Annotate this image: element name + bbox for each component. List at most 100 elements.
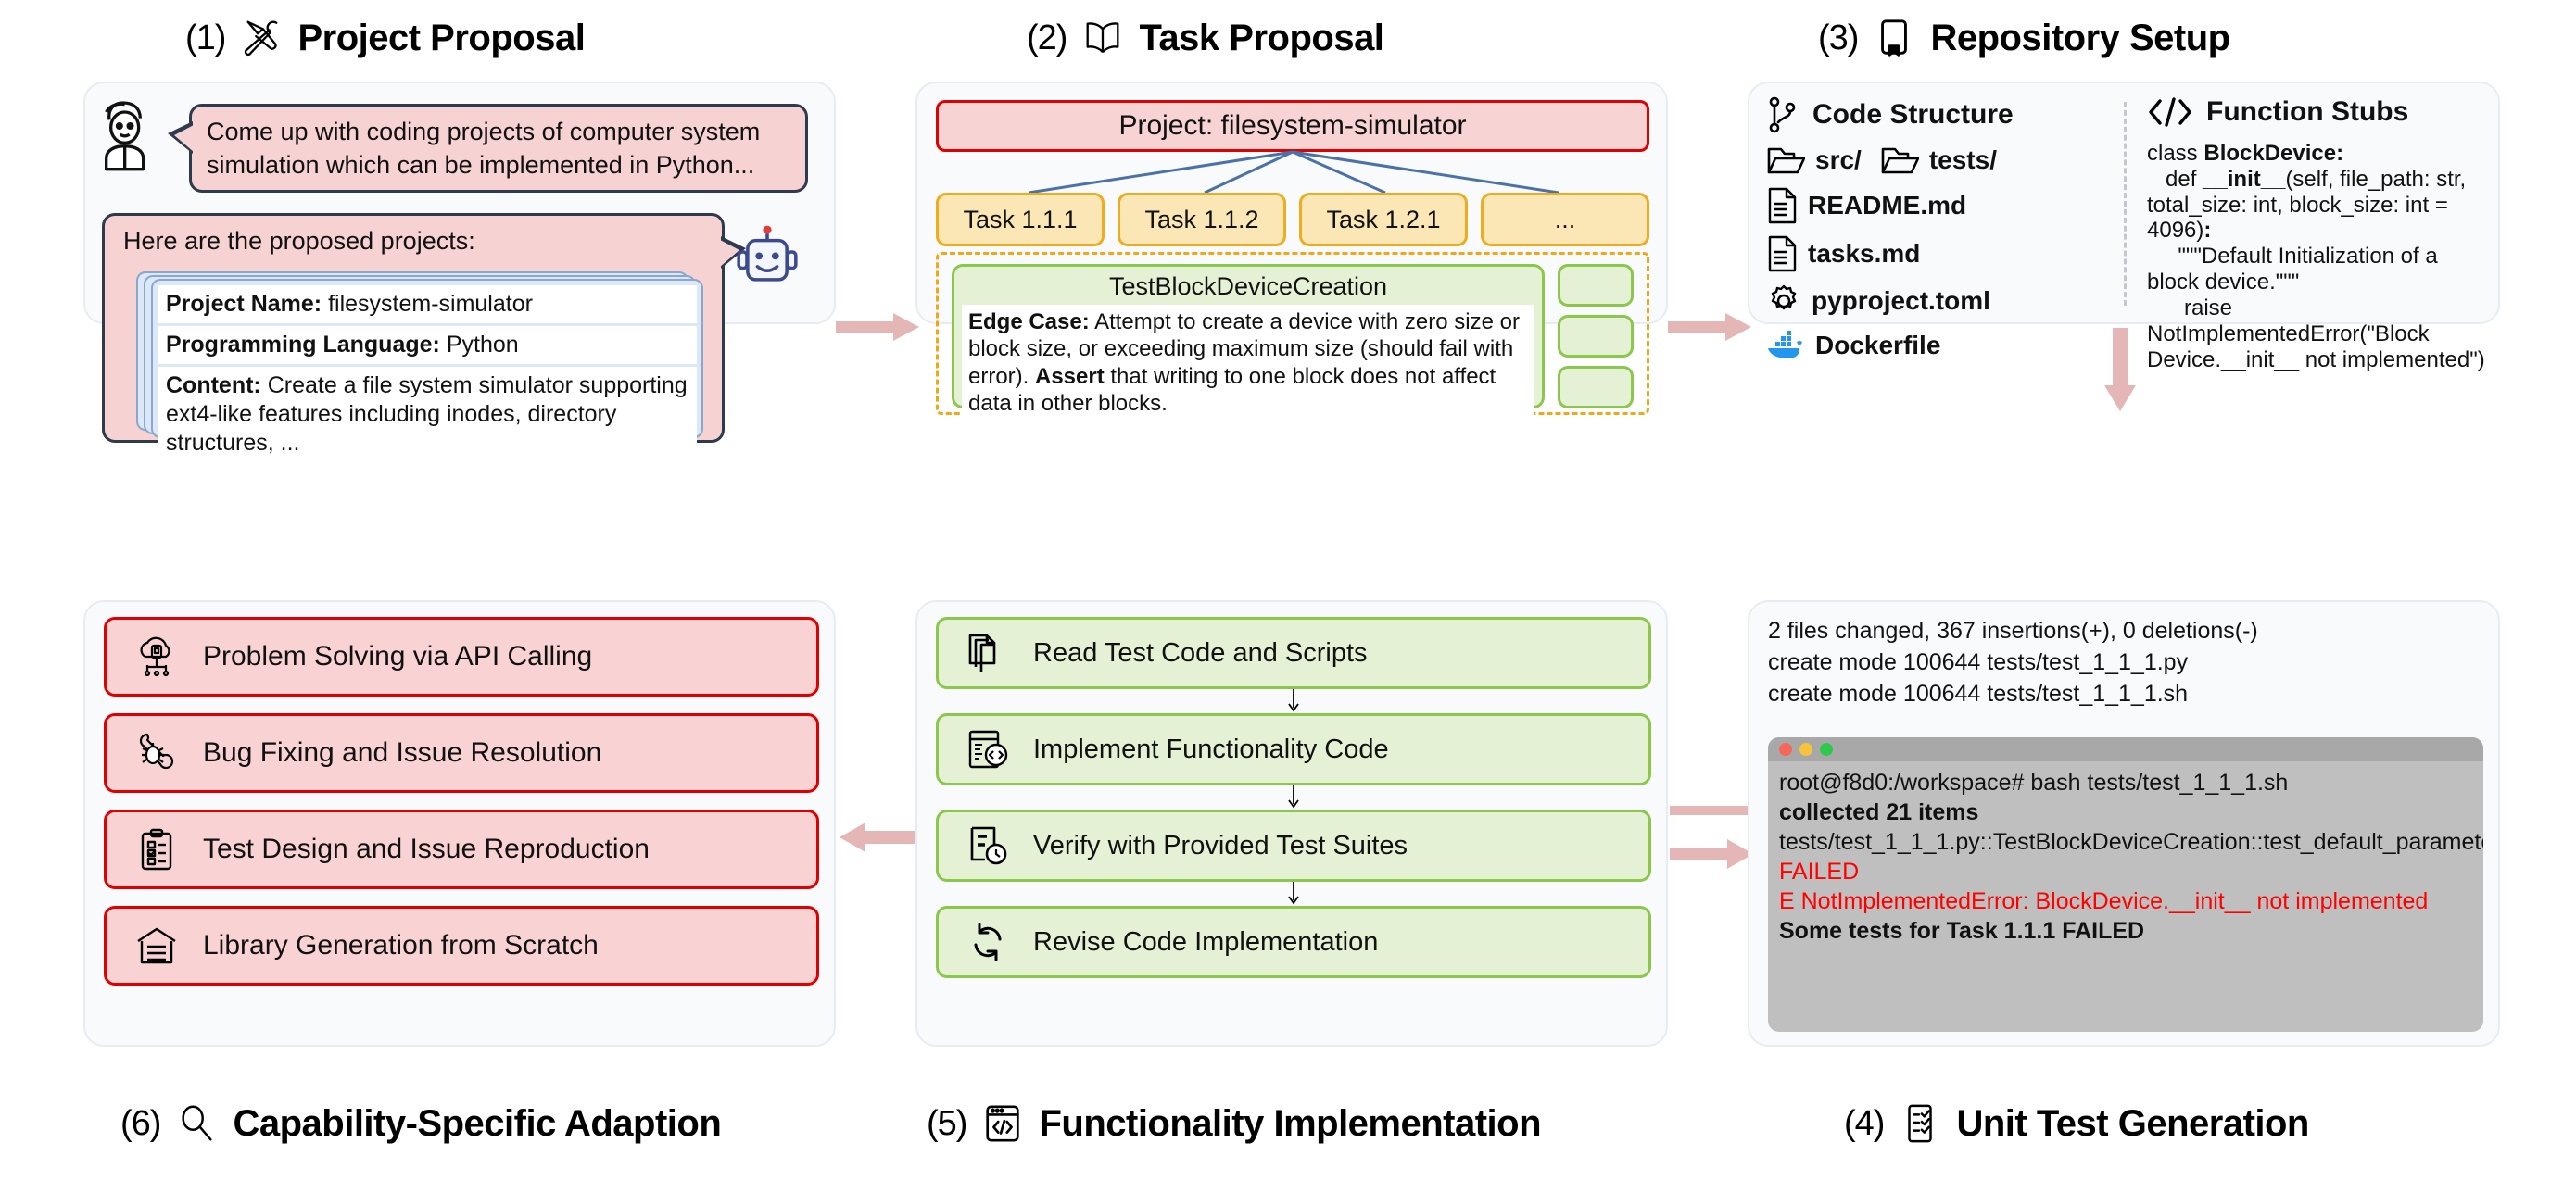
section-number-4: (4) [1844, 1103, 1885, 1143]
file-item-src[interactable]: src/ [1766, 144, 1862, 176]
open-book-icon [1087, 22, 1119, 54]
test-case-ghost [1558, 366, 1634, 408]
file-item-tasks[interactable]: tasks.md [1766, 235, 2124, 272]
assert-label: Assert [1035, 363, 1105, 389]
task-tree-connectors [1028, 150, 1559, 195]
panel3-divider [2124, 102, 2127, 306]
flow-step-verify-tests[interactable]: Verify with Provided Test Suites [936, 810, 1651, 882]
terminal-window: root@f8d0:/workspace# bash tests/test_1_… [1768, 737, 2483, 1032]
documents-stack-icon [968, 634, 996, 672]
section-number-3: (3) [1818, 18, 1859, 57]
flow-connector [936, 785, 1651, 810]
panel-task-proposal: Project: filesystem-simulator Task 1.1.1… [915, 82, 1668, 421]
test-case-ghost [1558, 264, 1634, 307]
arrow-p5-to-p4 [1670, 839, 1753, 869]
file-item-readme[interactable]: README.md [1766, 187, 2124, 224]
card-row-project-name: Project Name: filesystem-simulator [158, 285, 697, 323]
function-stubs-heading: Function Stubs [2147, 96, 2493, 128]
flow-step-implement-code[interactable]: Implement Functionality Code [936, 713, 1651, 785]
section-label-3: Repository Setup [1930, 17, 2230, 58]
section-label-1: Project Proposal [297, 17, 586, 58]
docker-icon [1768, 331, 1802, 358]
panel-capability-adaption: Problem Solving via API Calling Bug Fixi… [83, 600, 836, 1047]
arrow-down-icon [1288, 689, 1299, 712]
project-node: Project: filesystem-simulator [936, 100, 1649, 152]
user-avatar-icon [104, 101, 145, 171]
file-label: README.md [1808, 191, 1967, 220]
card-label-content: Content: [166, 372, 261, 398]
code-structure-column: Code Structure src/ [1749, 83, 2124, 359]
code-structure-label: Code Structure [1812, 99, 2014, 130]
test-case-ghost [1558, 315, 1634, 358]
terminal-minimize-dot[interactable] [1799, 743, 1812, 756]
section-title-5: (5) Functionality Implementation [927, 1102, 1542, 1145]
magnifier-icon [182, 1105, 213, 1141]
file-label: tasks.md [1808, 239, 1921, 268]
capability-library-generation[interactable]: Library Generation from Scratch [104, 906, 819, 986]
task-detail-dashed-region: TestBlockDeviceCreation Edge Case: Attem… [936, 252, 1649, 421]
wrench-bug-icon [139, 733, 174, 770]
gear-icon [1771, 284, 1797, 310]
task-chip-1-2-1[interactable]: Task 1.2.1 [1299, 193, 1468, 246]
task-chip-label: Task 1.1.2 [1144, 205, 1259, 233]
terminal-line-error: E NotImplementedError: BlockDevice.__ini… [1779, 888, 2429, 914]
assert-text: that writing to one block does not affec… [968, 363, 1496, 416]
git-output-line: create mode 100644 tests/test_1_1_1.sh [1768, 681, 2189, 707]
code-editor-icon [968, 730, 1008, 769]
code-structure-heading: Code Structure [1766, 96, 2124, 133]
card-label-language: Programming Language: [166, 332, 440, 358]
task-chip-label: ... [1554, 205, 1576, 233]
capability-api-calling[interactable]: Problem Solving via API Calling [104, 617, 819, 697]
terminal-line-collected: collected 21 items [1779, 799, 1979, 825]
card-row-language: Programming Language: Python [158, 326, 697, 364]
section-label-2: Task Proposal [1139, 17, 1384, 58]
section-title-1: (1) Project Proposal [185, 17, 586, 59]
panel-functionality-implementation: Read Test Code and Scripts Implement Fun… [915, 600, 1668, 1047]
section-title-4: (4) Unit Test Generation [1844, 1102, 2309, 1145]
capability-test-design[interactable]: Test Design and Issue Reproduction [104, 810, 819, 889]
section-number-6: (6) [120, 1103, 161, 1143]
capability-label: Problem Solving via API Calling [203, 641, 593, 672]
file-doc-icon [1768, 235, 1797, 272]
flow-step-read-tests[interactable]: Read Test Code and Scripts [936, 617, 1651, 689]
assistant-intro-text: Here are the proposed projects: [123, 227, 475, 255]
file-item-pyproject[interactable]: pyproject.toml [1766, 283, 2124, 319]
project-node-label: Project: filesystem-simulator [1118, 110, 1467, 141]
section-title-3: (3) Repository Setup [1818, 17, 2230, 59]
git-branch-icon [1769, 96, 1796, 133]
flow-connector [936, 689, 1651, 713]
function-stubs-column: Function Stubs class BlockDevice: def __… [2132, 83, 2498, 372]
arrow-p5-to-p6 [840, 823, 923, 852]
arrow-p3-to-p4 [2104, 328, 2136, 411]
arrow-p4-to-p5 [1670, 806, 1755, 815]
file-label: tests/ [1928, 145, 1997, 174]
panel-repository-setup: Code Structure src/ [1748, 82, 2500, 372]
flow-step-label: Verify with Provided Test Suites [1033, 830, 1408, 860]
file-label: Dockerfile [1815, 331, 1941, 359]
section-number-2: (2) [1027, 18, 1067, 57]
assistant-message-bubble: Here are the proposed projects: Project … [102, 213, 746, 462]
bookmark-icon [1881, 19, 1908, 57]
task-chip-label: Task 1.2.1 [1326, 205, 1441, 233]
robot-avatar-icon [737, 225, 798, 282]
section-label-4: Unit Test Generation [1956, 1102, 2309, 1144]
terminal-titlebar [1768, 737, 2483, 761]
task-chip-1-1-1[interactable]: Task 1.1.1 [936, 193, 1105, 246]
git-output-line: create mode 100644 tests/test_1_1_1.py [1768, 649, 2189, 675]
capability-bug-fixing[interactable]: Bug Fixing and Issue Resolution [104, 713, 819, 793]
file-item-dockerfile[interactable]: Dockerfile [1766, 330, 2124, 361]
test-case-title: TestBlockDeviceCreation [1108, 272, 1388, 300]
task-chip-more[interactable]: ... [1481, 193, 1649, 246]
task-chip-1-1-2[interactable]: Task 1.1.2 [1118, 193, 1286, 246]
file-doc-icon [1768, 187, 1797, 224]
section-number-5: (5) [927, 1103, 967, 1143]
terminal-close-dot[interactable] [1779, 743, 1792, 756]
task-chip-row: Task 1.1.1 Task 1.1.2 Task 1.2.1 ... [936, 193, 1649, 246]
terminal-maximize-dot[interactable] [1820, 743, 1833, 756]
terminal-output: root@f8d0:/workspace# bash tests/test_1_… [1768, 761, 2483, 946]
task-chip-label: Task 1.1.1 [963, 205, 1078, 233]
file-item-tests[interactable]: tests/ [1880, 144, 1997, 176]
card-value-language: Python [439, 332, 519, 358]
flow-step-revise-code[interactable]: Revise Code Implementation [936, 906, 1651, 978]
